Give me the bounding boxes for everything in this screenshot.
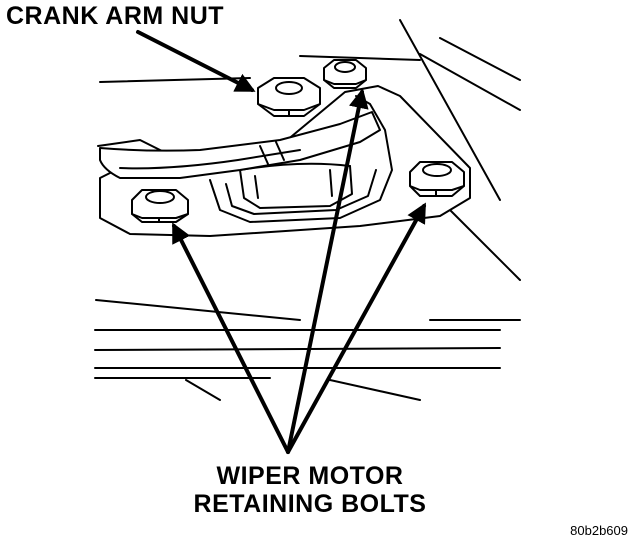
figure-id: 80b2b609 bbox=[570, 523, 628, 538]
right-bolt-shape bbox=[409, 161, 465, 197]
motor-recess bbox=[209, 95, 393, 223]
top-bolt-shape bbox=[323, 59, 367, 89]
crank-arm-nut-label: CRANK ARM NUT bbox=[6, 2, 225, 30]
wiper-motor-label-line1: WIPER MOTOR bbox=[216, 462, 404, 490]
crank-nut-leader-arrow bbox=[136, 30, 256, 92]
top-bolt-leader-arrow bbox=[286, 88, 369, 454]
motor-boss bbox=[239, 165, 353, 209]
crank-arm-nut-shape bbox=[257, 77, 321, 117]
crank-arm bbox=[99, 111, 381, 179]
wiper-motor-label-line2: RETAINING BOLTS bbox=[193, 490, 427, 518]
left-bolt-leader-arrow bbox=[172, 222, 290, 454]
left-bolt-shape bbox=[131, 189, 189, 223]
body-panel-lines bbox=[94, 19, 521, 401]
right-bolt-leader-arrow bbox=[286, 202, 426, 454]
wiper-motor-bolts-label: WIPER MOTOR RETAINING BOLTS bbox=[150, 462, 470, 518]
